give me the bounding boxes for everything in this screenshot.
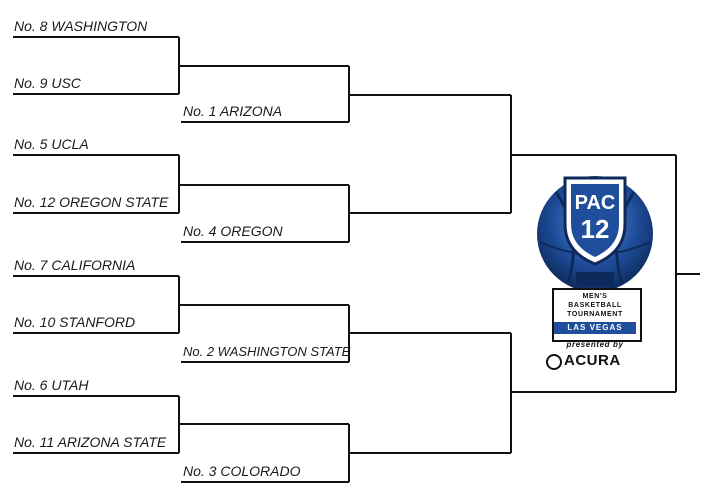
- logo-presented-by: presented by: [566, 340, 624, 349]
- sponsor-name: ACURA: [564, 352, 621, 369]
- team-label-arizona-state: No. 11 ARIZONA STATE: [14, 434, 167, 450]
- team-label-stanford: No. 10 STANFORD: [14, 314, 136, 330]
- team-label-oregon-state: No. 12 OREGON STATE: [14, 194, 169, 210]
- team-label-usc: No. 9 USC: [14, 75, 81, 91]
- logo-location-banner: LAS VEGAS: [554, 322, 636, 334]
- logo-mark-text: PAC: [575, 192, 616, 214]
- pac12-basketball-icon: PAC 12: [537, 176, 653, 290]
- team-label-arizona: No. 1 ARIZONA: [183, 103, 283, 119]
- team-label-ucla: No. 5 UCLA: [14, 136, 89, 152]
- team-label-california: No. 7 CALIFORNIA: [14, 257, 136, 273]
- logo-line-basketball: BASKETBALL: [568, 302, 622, 309]
- team-label-washington: No. 8 WASHINGTON: [14, 18, 148, 34]
- tournament-logo: PAC 12 MEN'S BASKETBALL TOURNAMENT LAS V…: [528, 172, 662, 372]
- team-label-colorado: No. 3 COLORADO: [183, 463, 301, 479]
- team-label-utah: No. 6 UTAH: [14, 377, 89, 393]
- team-label-washington-state: No. 2 WASHINGTON STATE: [183, 344, 351, 359]
- logo-line-tournament: TOURNAMENT: [567, 311, 623, 318]
- team-label-oregon: No. 4 OREGON: [183, 223, 283, 239]
- logo-mark-number: 12: [581, 214, 610, 244]
- acura-icon: [546, 354, 562, 370]
- logo-line-mens: MEN'S: [582, 293, 608, 300]
- sponsor-logo: ACURA: [544, 352, 648, 370]
